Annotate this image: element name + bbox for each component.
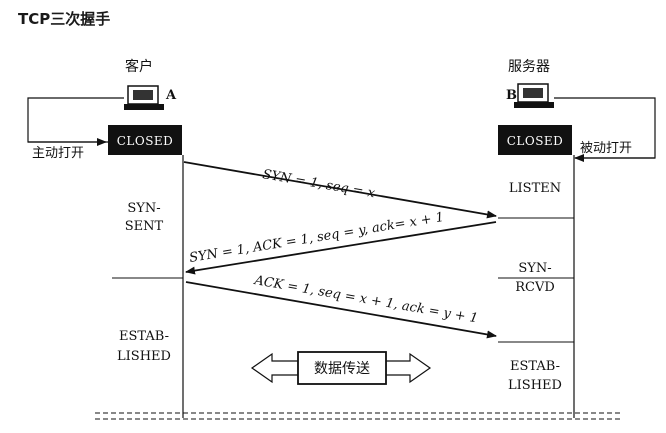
data-transfer-label: 数据传送 (314, 361, 370, 377)
client-id-label: A (165, 88, 177, 103)
server-state-syn: SYN- (518, 261, 551, 276)
server-state-listen: LISTEN (509, 181, 561, 196)
data-transfer-right-arrow (385, 352, 432, 384)
data-transfer-box (297, 351, 387, 385)
server-id-label: B (506, 88, 517, 103)
data-transfer-left-arrow (250, 352, 299, 384)
server-state-rcvd: RCVD (515, 280, 555, 295)
client-open-label: 主动打开 (32, 146, 84, 161)
client-state-syn: SYN- (127, 201, 160, 216)
client-closed-label: CLOSED (117, 134, 174, 148)
client-closed-box (108, 125, 182, 155)
syn-ack-arrow (185, 221, 497, 275)
client-state-sent: SENT (125, 219, 164, 234)
client-computer-icon (124, 85, 164, 110)
client-state-estab: ESTAB- (119, 329, 169, 344)
page-title: TCP三次握手 (18, 10, 111, 28)
client-label: 客户 (125, 58, 153, 75)
client-state-lished: LISHED (117, 349, 171, 364)
server-closed-box (498, 125, 572, 155)
syn-ack-message: SYN = 1, ACK = 1, seq = y, ack= x + 1 (188, 210, 445, 266)
server-open-label: 被动打开 (580, 141, 632, 156)
server-computer-icon (514, 83, 554, 108)
ack-arrow (185, 281, 497, 339)
server-label: 服务器 (508, 59, 550, 75)
server-state-lished: LISHED (508, 378, 562, 393)
syn-arrow (183, 161, 497, 219)
server-state-estab: ESTAB- (510, 359, 560, 374)
server-closed-label: CLOSED (507, 134, 564, 148)
syn-message: SYN = 1, seq = x (261, 167, 376, 201)
